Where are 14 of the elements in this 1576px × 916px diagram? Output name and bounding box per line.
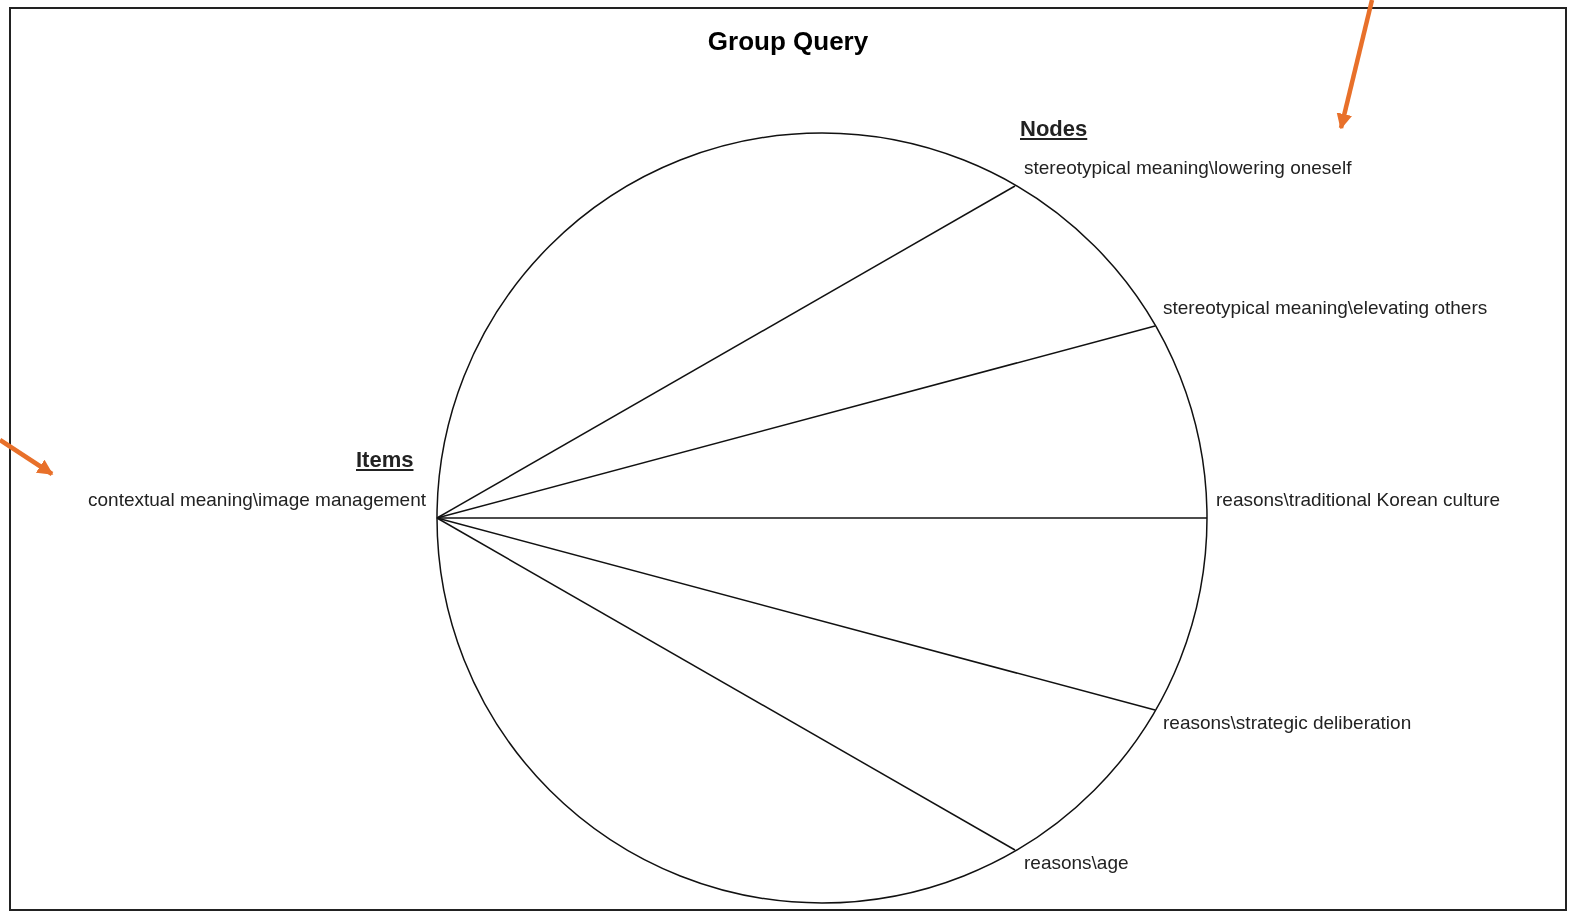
connector-line — [436, 517, 1156, 711]
connector-line — [436, 517, 1016, 851]
connector-line — [436, 185, 1016, 519]
node-label: contextual meaning\image management — [14, 489, 426, 511]
heading-label: Items — [356, 447, 414, 473]
pointer-arrow — [1336, 0, 1375, 130]
node-label: reasons\age — [1024, 852, 1129, 874]
heading-label: Nodes — [1020, 116, 1088, 142]
node-label: reasons\strategic deliberation — [1163, 712, 1412, 734]
node-label: stereotypical meaning\elevating others — [1163, 297, 1488, 319]
pointer-arrow — [0, 438, 54, 476]
node-label: reasons\traditional Korean culture — [1216, 489, 1501, 511]
diagram-title: Group Query — [706, 26, 870, 57]
node-label: stereotypical meaning\lowering oneself — [1024, 157, 1352, 179]
